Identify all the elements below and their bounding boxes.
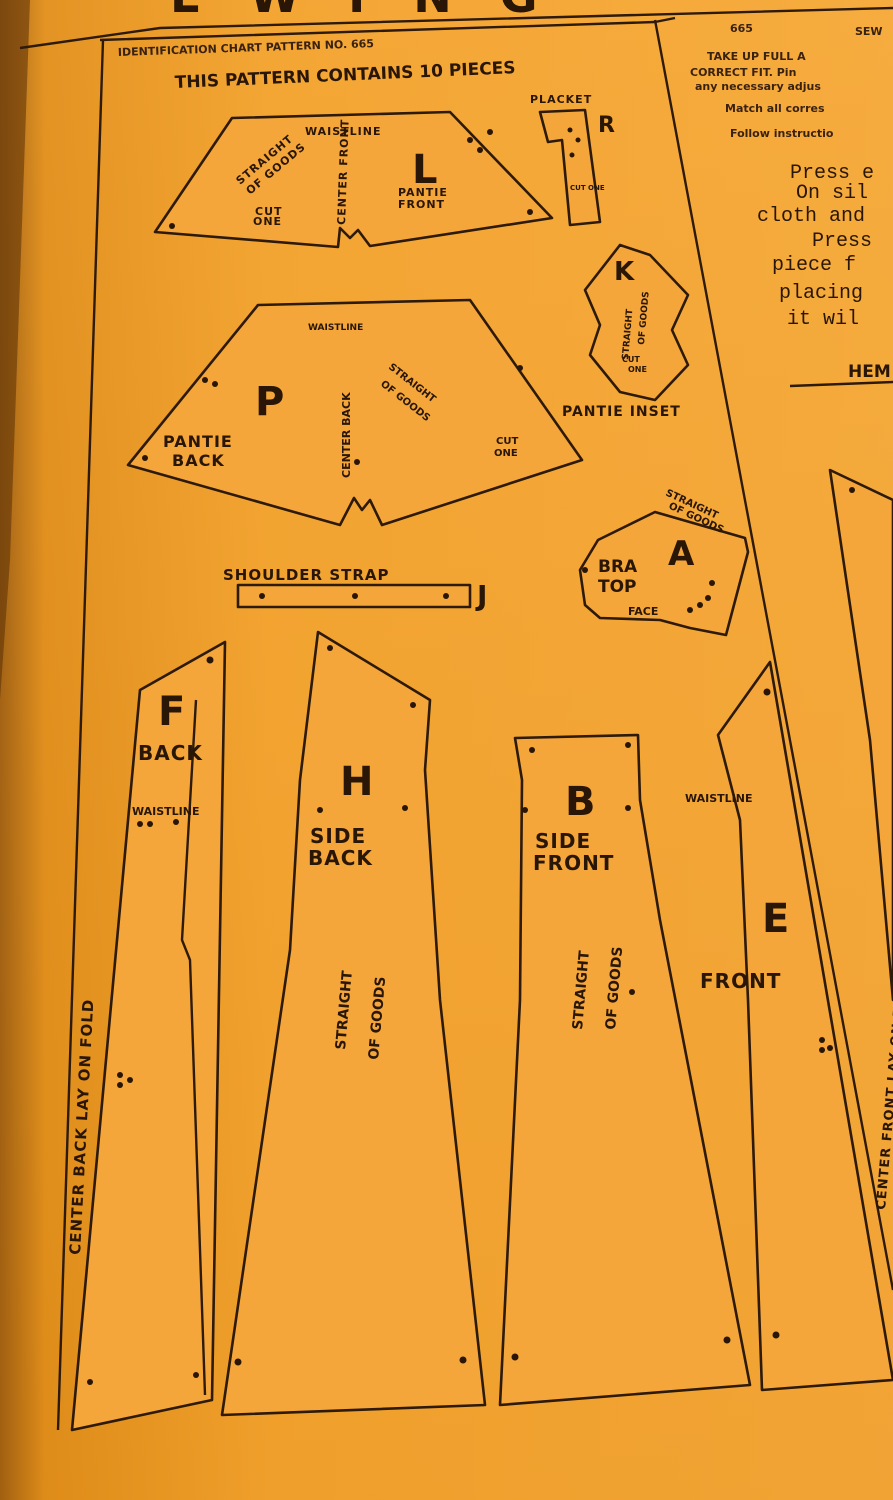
pieces-P-cut2-label: ONE <box>494 448 518 459</box>
instructions-lines_small-3-label: Match all corres <box>725 102 825 115</box>
pieces-A-letter-label: A <box>668 534 695 574</box>
pieces-K-cut2-label: ONE <box>628 365 647 374</box>
pieces-H-name1-label: SIDE <box>310 824 366 848</box>
instructions-lines_small-4-label: Follow instructio <box>730 127 834 140</box>
pieces-H-letter-label: H <box>340 759 373 805</box>
pieces-P-name1-label: PANTIE <box>163 432 233 451</box>
pieces-P-cut1-label: CUT <box>496 436 518 447</box>
pieces-R-cut-label: CUT ONE <box>570 184 605 192</box>
pieces-K-letter-label: K <box>614 257 635 287</box>
pieces-L-cut2-label: ONE <box>253 215 282 228</box>
piece-p-pantie-back: P PANTIE BACK WAISTLINE CENTER BACK STRA… <box>126 298 584 527</box>
pieces-F-name-label: BACK <box>138 741 203 765</box>
instructions-lines_large-3-label: Press <box>812 230 872 253</box>
pieces-F-letter-label: F <box>158 689 185 735</box>
pieces-B-grain2-label: OF GOODS <box>603 946 626 1030</box>
pieces-H-grain-label: STRAIGHT <box>333 970 356 1051</box>
pieces-A-face-label: FACE <box>628 605 658 618</box>
pieces-L-center-label: CENTER FRONT <box>335 119 352 226</box>
piece-k-pantie-inset: K STRAIGHT OF GOODS CUT ONE PANTIE INSET <box>562 243 690 420</box>
pieces-K-grain2-label: OF GOODS <box>637 291 652 345</box>
partial-piece <box>828 468 893 1002</box>
instructions-lines_large-0-label: Press e <box>790 162 874 185</box>
instructions-pattern_no-label: 665 <box>730 22 753 35</box>
pantie-inset-label: PANTIE INSET <box>562 404 681 420</box>
piece-r-placket: PLACKET R CUT ONE <box>530 93 615 227</box>
instructions-lines_large-2-label: cloth and <box>757 205 865 228</box>
pieces-H-name2-label: BACK <box>308 846 373 870</box>
pieces-H-grain2-label: OF GOODS <box>366 976 389 1060</box>
masthead: EWING <box>170 0 586 23</box>
pieces-A-name2-label: TOP <box>598 577 637 597</box>
pieces-J-letter-label: J <box>475 579 487 612</box>
pieces-L-waist-label: WAISTLINE <box>305 125 382 138</box>
instructions-heading-label: HEM <box>848 362 891 382</box>
instructions-lines_small-2-label: any necessary adjus <box>695 80 821 93</box>
instructions-lines_small-1-label: CORRECT FIT. Pin <box>690 66 796 79</box>
piece-h-side-back: H SIDE BACK STRAIGHT OF GOODS <box>220 630 487 1417</box>
pieces-P-letter-label: P <box>255 379 284 425</box>
pieces-E-name-label: FRONT <box>700 969 781 993</box>
pieces-R-letter-label: R <box>598 113 615 138</box>
pieces-F-waist-label: WAISTLINE <box>132 805 200 818</box>
pieces-K-grain-label: STRAIGHT <box>621 308 635 360</box>
piece-b-side-front: B SIDE FRONT STRAIGHT OF GOODS <box>498 733 752 1407</box>
pieces-R-name-label: PLACKET <box>530 93 592 106</box>
pieces-A-name1-label: BRA <box>598 557 638 577</box>
pieces-B-name1-label: SIDE <box>535 829 591 853</box>
piece-f-back: F BACK WAISTLINE CENTER BACK LAY ON FOLD <box>66 640 227 1432</box>
pieces-B-letter-label: B <box>565 779 596 825</box>
pieces-L-cut1-label: CUT <box>255 205 283 218</box>
pieces-P-name2-label: BACK <box>172 451 225 470</box>
instructions-lines_small-0-label: TAKE UP FULL A <box>707 50 806 63</box>
instructions-lines_large-5-label: placing <box>779 282 863 305</box>
pieces-K-cut1-label: CUT <box>622 355 640 364</box>
pieces-E-waist-label: WAISTLINE <box>685 792 753 805</box>
pieces-J-name-label: SHOULDER STRAP <box>223 566 390 584</box>
piece-j-shoulder-strap: SHOULDER STRAP J <box>223 566 487 612</box>
instructions-lines_large-1-label: On sil <box>796 182 868 205</box>
instructions-col2-label: SEW <box>855 25 883 38</box>
pieces-B-grain-label: STRAIGHT <box>570 950 593 1031</box>
piece-l-pantie-front: L PANTIE FRONT STRAIGHT OF GOODS CENTER … <box>153 110 554 249</box>
pieces-L-letter-label: L <box>412 147 438 193</box>
pieces-E-letter-label: E <box>762 896 789 942</box>
piece-a-bra-top: A BRA TOP STRAIGHT OF GOODS FACE <box>578 488 750 637</box>
pieces-L-name1-label: PANTIE <box>398 186 448 199</box>
pieces-P-waist-label: WAISTLINE <box>308 323 363 333</box>
pieces-P-center-label: CENTER BACK <box>340 392 353 478</box>
pieces-L-name2-label: FRONT <box>398 198 445 211</box>
instructions-column: 665 SEW TAKE UP FULL A CORRECT FIT. Pin … <box>690 22 893 388</box>
pieces-B-name2-label: FRONT <box>533 851 614 875</box>
instructions-lines_large-6-label: it wil <box>787 308 859 331</box>
instructions-lines_large-4-label: piece f <box>772 254 856 277</box>
